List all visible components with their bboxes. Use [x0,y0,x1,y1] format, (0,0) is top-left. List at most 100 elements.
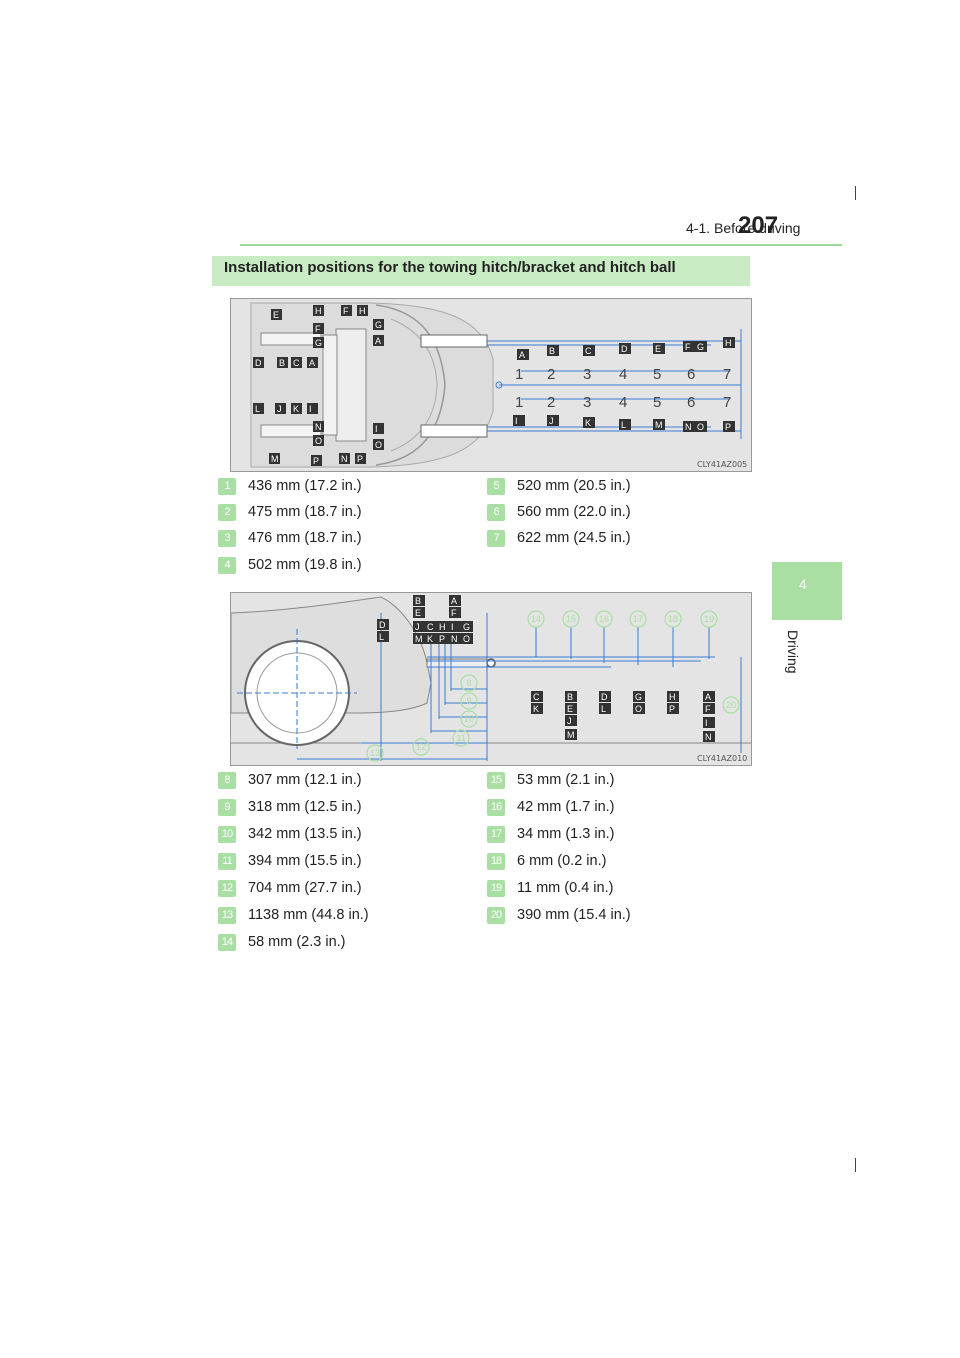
svg-text:O: O [375,440,382,450]
svg-text:2: 2 [547,366,555,383]
svg-text:G: G [697,342,704,352]
svg-text:D: D [621,344,628,354]
top-view-figure: E H F H F G G A D B C A L J K I N O I O … [230,298,752,472]
svg-text:H: H [439,622,446,632]
svg-text:C: C [533,692,540,702]
svg-text:P: P [313,456,319,466]
section-title: Installation positions for the towing hi… [224,259,676,276]
svg-text:B: B [415,596,421,606]
svg-text:A: A [309,358,315,368]
side-view-callouts [366,610,740,762]
measurement-number: 3 [218,529,236,547]
svg-text:L: L [255,404,260,414]
svg-text:M: M [415,634,423,644]
svg-text:P: P [725,422,731,432]
chapter-tab: 4 [772,562,842,620]
svg-text:I: I [375,424,378,434]
measurement-item: 2 475 mm (18.7 in.) [218,500,362,524]
svg-text:O: O [697,422,704,432]
measurement-item: 17 34 mm (1.3 in.) [487,822,615,846]
svg-text:J: J [277,404,282,414]
svg-text:F: F [451,608,457,618]
svg-text:I: I [451,622,454,632]
measurement-item: 4 502 mm (19.8 in.) [218,553,362,577]
figure-code: CLY41AZ005 [697,460,747,469]
svg-text:N: N [705,732,712,742]
measurement-number: 4 [218,556,236,574]
svg-text:P: P [439,634,445,644]
svg-text:K: K [427,634,433,644]
measurement-value: 476 mm (18.7 in.) [248,530,362,546]
svg-text:20: 20 [726,700,736,710]
measurement-value: 394 mm (15.5 in.) [248,853,362,869]
svg-text:K: K [533,704,539,714]
page-number: 207 [738,212,779,239]
measurement-number: 15 [487,771,505,789]
svg-text:A: A [519,350,525,360]
chapter-title: 4-1. Before driving [686,220,801,236]
svg-text:G: G [463,622,470,632]
svg-text:5: 5 [653,394,661,411]
measurement-item: 16 42 mm (1.7 in.) [487,795,615,819]
svg-text:A: A [705,692,711,702]
svg-text:13: 13 [370,748,380,758]
measurement-item: 6 560 mm (22.0 in.) [487,500,631,524]
svg-text:1: 1 [515,394,523,411]
measurement-value: 704 mm (27.7 in.) [248,880,362,896]
svg-text:P: P [357,454,363,464]
measurement-value: 436 mm (17.2 in.) [248,478,362,494]
measurement-value: 6 mm (0.2 in.) [517,853,607,869]
measurement-value: 520 mm (20.5 in.) [517,478,631,494]
measurement-item: 20 390 mm (15.4 in.) [487,903,631,927]
header-rule [240,244,842,246]
chapter-tab-label: Driving [785,630,801,674]
measurement-number: 8 [218,771,236,789]
measurement-item: 13 1138 mm (44.8 in.) [218,903,369,927]
svg-text:D: D [379,620,386,630]
dimension-letter-labels: A B C D E F G H I J K L M N O P [513,337,735,432]
measurement-item: 5 520 mm (20.5 in.) [487,474,631,498]
measurement-value: 475 mm (18.7 in.) [248,504,362,520]
svg-text:19: 19 [704,614,714,624]
svg-text:6: 6 [687,394,695,411]
svg-text:F: F [685,342,691,352]
measurement-value: 318 mm (12.5 in.) [248,799,362,815]
measurement-number: 12 [218,879,236,897]
svg-text:11: 11 [456,733,465,743]
svg-text:J: J [415,622,420,632]
measurement-item: 12 704 mm (27.7 in.) [218,876,362,900]
top-view-callouts: 1 2 3 4 5 6 7 1 2 3 4 5 6 7 [515,366,731,411]
measurement-value: 58 mm (2.3 in.) [248,934,346,950]
svg-text:I: I [705,718,708,728]
measurement-value: 342 mm (13.5 in.) [248,826,362,842]
svg-text:C: C [427,622,434,632]
svg-text:M: M [655,420,663,430]
svg-text:I: I [309,404,312,414]
svg-text:4: 4 [619,394,627,411]
svg-text:G: G [315,338,322,348]
measurement-item: 8 307 mm (12.1 in.) [218,768,362,792]
measurement-value: 11 mm (0.4 in.) [517,880,614,896]
svg-text:B: B [279,358,285,368]
crop-mark [855,1158,856,1172]
svg-text:17: 17 [633,614,643,624]
svg-text:5: 5 [653,366,661,383]
svg-text:E: E [567,704,573,714]
svg-text:F: F [343,306,349,316]
measurement-value: 502 mm (19.8 in.) [248,557,362,573]
measurement-number: 11 [218,852,236,870]
measurement-number: 2 [218,503,236,521]
measurement-value: 1138 mm (44.8 in.) [248,907,369,923]
svg-text:15: 15 [566,614,576,624]
measurement-item: 15 53 mm (2.1 in.) [487,768,615,792]
svg-text:I: I [515,416,518,426]
svg-text:P: P [669,704,675,714]
side-view-drawing: D L B E J C H I G A F M K P N O C K B E … [231,595,751,763]
measurement-number: 14 [218,933,236,951]
svg-text:D: D [601,692,608,702]
measurement-number: 6 [487,503,505,521]
svg-text:J: J [549,416,554,426]
measurement-value: 560 mm (22.0 in.) [517,504,631,520]
svg-text:12: 12 [416,742,426,752]
top-view-drawing: E H F H F G G A D B C A L J K I N O I O … [250,302,747,469]
